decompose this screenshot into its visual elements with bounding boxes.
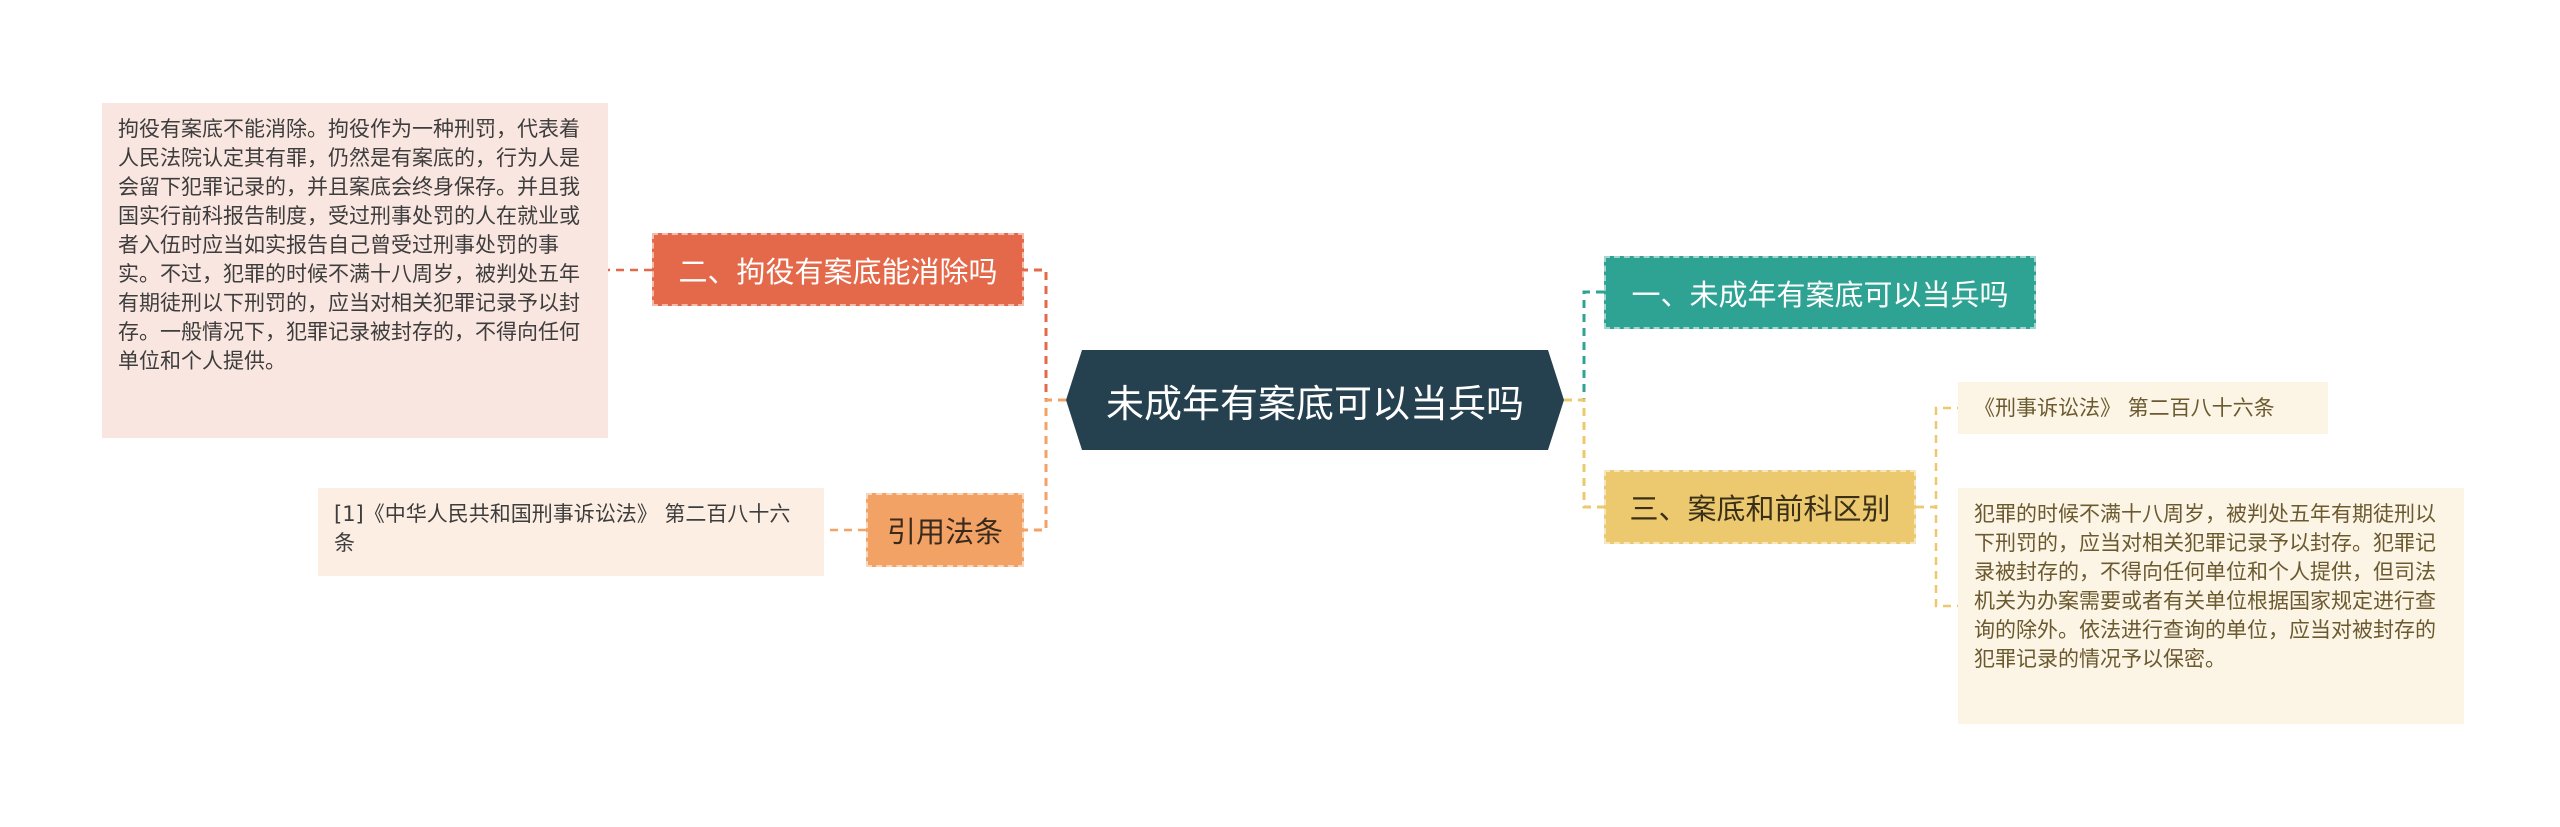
left-topic-1-detail[interactable]: 拘役有案底不能消除。拘役作为一种刑罚，代表着人民法院认定其有罪，仍然是有案底的，… xyxy=(102,103,608,438)
right-topic-2[interactable]: 三、案底和前科区别 xyxy=(1604,470,1916,544)
left-topic-1[interactable]: 二、拘役有案底能消除吗 xyxy=(652,233,1024,306)
left-topic-1-label: 二、拘役有案底能消除吗 xyxy=(678,254,998,289)
right-topic-2-label: 三、案底和前科区别 xyxy=(1629,492,1891,526)
right-topic-2-detail-2[interactable]: 犯罪的时候不满十八周岁，被判处五年有期徒刑以下刑罚的，应当对相关犯罪记录予以封存… xyxy=(1958,488,2464,724)
left-topic-2-label: 引用法条 xyxy=(886,515,1003,549)
link-root-left-topic1 xyxy=(1024,268,1066,402)
left-topic-2-detail[interactable]: [1]《中华人民共和国刑事诉讼法》 第二百八十六条 xyxy=(318,488,824,576)
link-root-right-topic2 xyxy=(1564,398,1604,509)
link-right-topic2-detail2 xyxy=(1916,505,1958,608)
link-right-topic2-detail1 xyxy=(1916,406,1958,509)
link-root-right-topic1 xyxy=(1564,290,1604,402)
right-topic-2-detail-1[interactable]: 《刑事诉讼法》 第二百八十六条 xyxy=(1958,382,2328,434)
link-root-left-topic2 xyxy=(1024,398,1066,532)
right-topic-1[interactable]: 一、未成年有案底可以当兵吗 xyxy=(1604,256,2036,329)
root-topic[interactable]: 未成年有案底可以当兵吗 xyxy=(1066,350,1564,450)
right-topic-1-label: 一、未成年有案底可以当兵吗 xyxy=(1631,277,2009,312)
left-topic-2[interactable]: 引用法条 xyxy=(866,493,1024,567)
root-topic-label: 未成年有案底可以当兵吗 xyxy=(1105,381,1524,426)
